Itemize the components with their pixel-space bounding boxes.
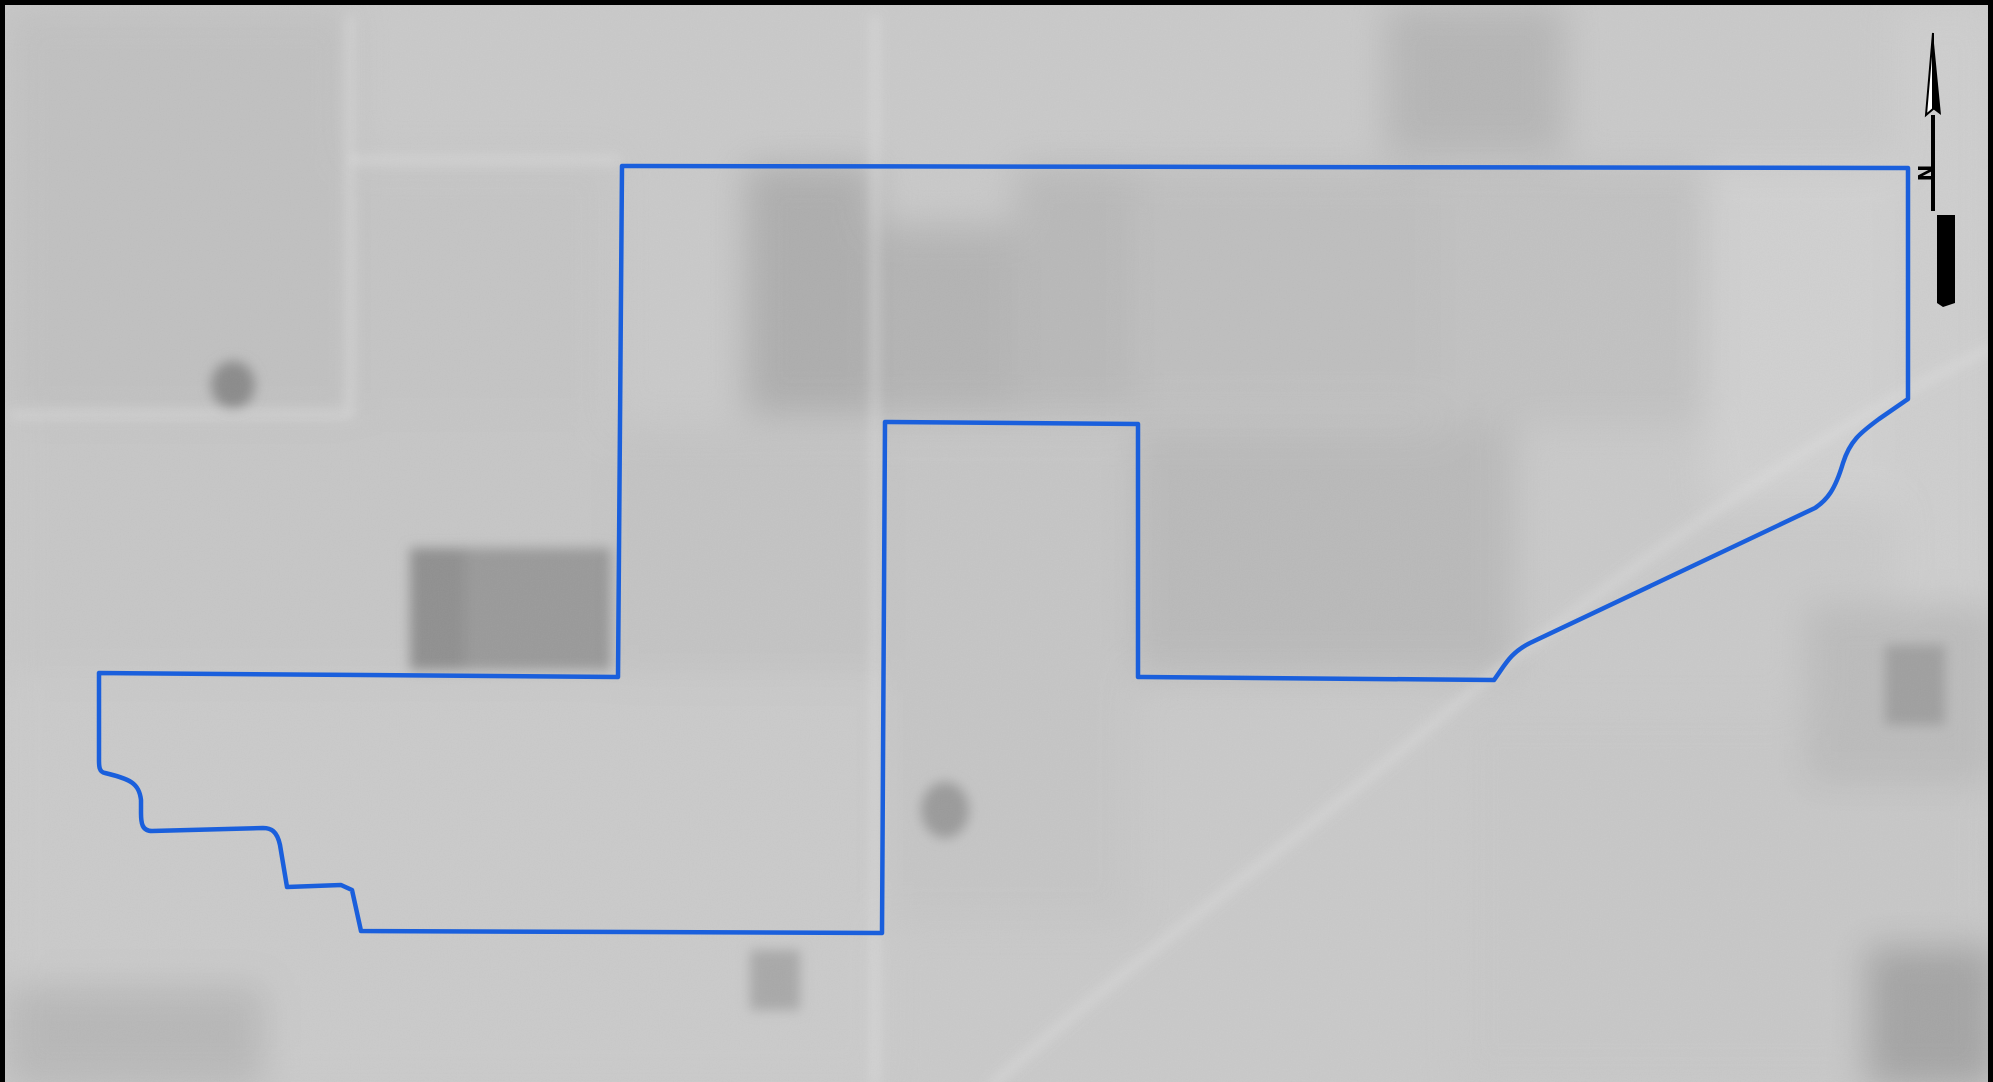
north-arrow-label: N: [1914, 165, 1938, 182]
project-boundary[interactable]: [96, 163, 1911, 936]
map-canvas[interactable]: N: [5, 5, 1993, 1082]
north-arrow-icon: [1924, 32, 1955, 307]
aerial-imagery: [5, 5, 1988, 1082]
